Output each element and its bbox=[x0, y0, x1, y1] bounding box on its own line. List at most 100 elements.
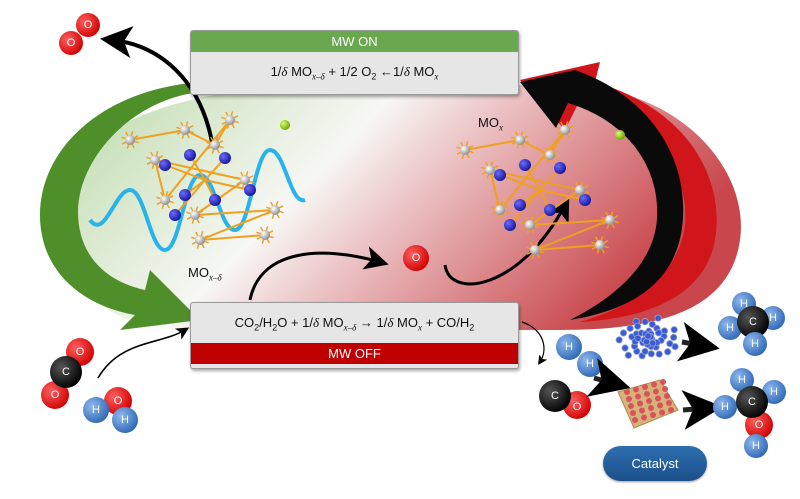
catalyst-button[interactable]: Catalyst bbox=[603, 446, 707, 481]
catalyst-particle bbox=[655, 350, 663, 358]
lattice-atom bbox=[179, 189, 191, 201]
svg-text:C: C bbox=[748, 396, 756, 408]
lattice-atom bbox=[579, 194, 591, 206]
catalyst-site bbox=[653, 388, 659, 395]
catalyst-particle bbox=[654, 329, 663, 337]
catalyst-site bbox=[642, 384, 648, 390]
catalyst-particle bbox=[649, 339, 657, 347]
oxygen-release-equation: 1/δ MOx–δ + 1/2 O2 ←1/δ MOx bbox=[270, 64, 439, 82]
green-cycle-arrow bbox=[40, 82, 200, 330]
svg-text:C: C bbox=[551, 390, 559, 402]
catalyst-site bbox=[637, 400, 643, 407]
catalyst-site bbox=[660, 379, 666, 385]
svg-text:H: H bbox=[721, 401, 729, 413]
catalyst-grid-red bbox=[617, 379, 679, 429]
microwave-wave bbox=[88, 147, 306, 253]
lattice-atom bbox=[494, 169, 506, 181]
mw-off-header: MW OFF bbox=[191, 343, 518, 364]
svg-text:H: H bbox=[751, 338, 759, 350]
catalyst-particle bbox=[644, 332, 652, 340]
lattice-atom bbox=[169, 209, 181, 221]
catalyst-particle bbox=[619, 329, 628, 337]
catalyst-particle bbox=[634, 322, 642, 330]
metal-atom bbox=[270, 205, 280, 215]
catalyst-site bbox=[630, 410, 636, 416]
arrow-to-methanol bbox=[681, 390, 723, 430]
svg-text:O: O bbox=[755, 419, 764, 431]
metal-atom bbox=[515, 135, 525, 145]
metal-atom bbox=[195, 235, 205, 245]
methane-molecule: H H H C H bbox=[718, 292, 785, 356]
lattice-atom bbox=[159, 159, 171, 171]
lattice-atom bbox=[209, 194, 221, 206]
catalyst-particle bbox=[666, 340, 674, 348]
catalyst-particle bbox=[615, 336, 623, 344]
metal-atom bbox=[240, 175, 250, 185]
svg-text:H: H bbox=[752, 440, 760, 452]
svg-text:C: C bbox=[749, 316, 757, 328]
svg-text:H: H bbox=[738, 374, 746, 386]
metal-atom bbox=[545, 150, 555, 160]
catalyst-particle bbox=[664, 348, 672, 356]
catalyst-site bbox=[664, 393, 670, 399]
cycle-background bbox=[60, 85, 741, 330]
catalyst-site bbox=[644, 391, 650, 397]
co2-molecule: O O C bbox=[41, 338, 94, 409]
metal-atom bbox=[210, 140, 220, 150]
oxygen-atom: O bbox=[76, 13, 100, 37]
metal-atom bbox=[485, 165, 495, 175]
metal-atom bbox=[190, 210, 200, 220]
catalyst-particle bbox=[626, 324, 634, 332]
oxygen-transfer-arrow bbox=[248, 246, 389, 301]
svg-text:H: H bbox=[726, 322, 734, 334]
reduced-oxide-label: MOx–δ bbox=[188, 265, 222, 283]
svg-text:O: O bbox=[573, 401, 582, 413]
metal-atom bbox=[525, 220, 535, 230]
catalyst-site bbox=[646, 398, 652, 404]
dopant-atom bbox=[615, 130, 625, 140]
svg-text:O: O bbox=[67, 37, 76, 49]
lattice-atom bbox=[184, 149, 196, 161]
catalyst-particle bbox=[648, 320, 656, 328]
svg-text:H: H bbox=[770, 386, 778, 398]
metal-atom bbox=[225, 115, 235, 125]
catalyst-site bbox=[624, 389, 630, 395]
lattice-atom bbox=[514, 199, 526, 211]
metal-atom bbox=[180, 125, 190, 135]
co-molecule: O C bbox=[539, 380, 591, 419]
mw-off-box: CO2/H2O + 1/δ MOx–δ → 1/δ MOx + CO/H2 MW… bbox=[190, 302, 519, 369]
metal-atom bbox=[530, 245, 540, 255]
mw-on-box: MW ON 1/δ MOx–δ + 1/2 O2 ←1/δ MOx bbox=[190, 30, 519, 95]
metal-atom bbox=[495, 205, 505, 215]
metal-atom bbox=[125, 135, 135, 145]
oxygen-atom: O bbox=[59, 31, 83, 55]
catalyst-site bbox=[635, 393, 641, 400]
metal-atom bbox=[560, 125, 570, 135]
black-cycle-arrow bbox=[520, 70, 684, 320]
lattice-atom bbox=[244, 184, 256, 196]
oxygen-atom-free: O bbox=[403, 245, 429, 271]
metal-atom bbox=[595, 240, 605, 250]
h2o-molecule: O H H bbox=[83, 387, 138, 433]
catalyst-site bbox=[650, 412, 656, 418]
svg-text:O: O bbox=[76, 346, 85, 358]
lattice-atom bbox=[504, 219, 516, 231]
catalyst-particle bbox=[634, 334, 642, 342]
catalyst-site bbox=[648, 405, 654, 411]
arrow-to-methane bbox=[676, 322, 720, 362]
catalyst-particle bbox=[621, 344, 629, 352]
catalyst-particle bbox=[624, 351, 632, 359]
svg-text:H: H bbox=[92, 404, 100, 416]
svg-text:H: H bbox=[121, 414, 129, 426]
catalyst-particle bbox=[647, 350, 655, 358]
crystal-structure-reduced bbox=[121, 111, 290, 249]
svg-text:H: H bbox=[740, 298, 748, 310]
lattice-atom bbox=[544, 204, 556, 216]
splitting-equation: CO2/H2O + 1/δ MOx–δ → 1/δ MOx + CO/H2 bbox=[234, 315, 475, 333]
metal-atom bbox=[160, 195, 170, 205]
catalyst-particle bbox=[641, 318, 649, 326]
oxygen-uptake-arrow bbox=[443, 197, 570, 286]
catalyst-site bbox=[641, 414, 647, 421]
catalyst-particle bbox=[670, 333, 678, 341]
svg-text:H: H bbox=[565, 341, 573, 353]
